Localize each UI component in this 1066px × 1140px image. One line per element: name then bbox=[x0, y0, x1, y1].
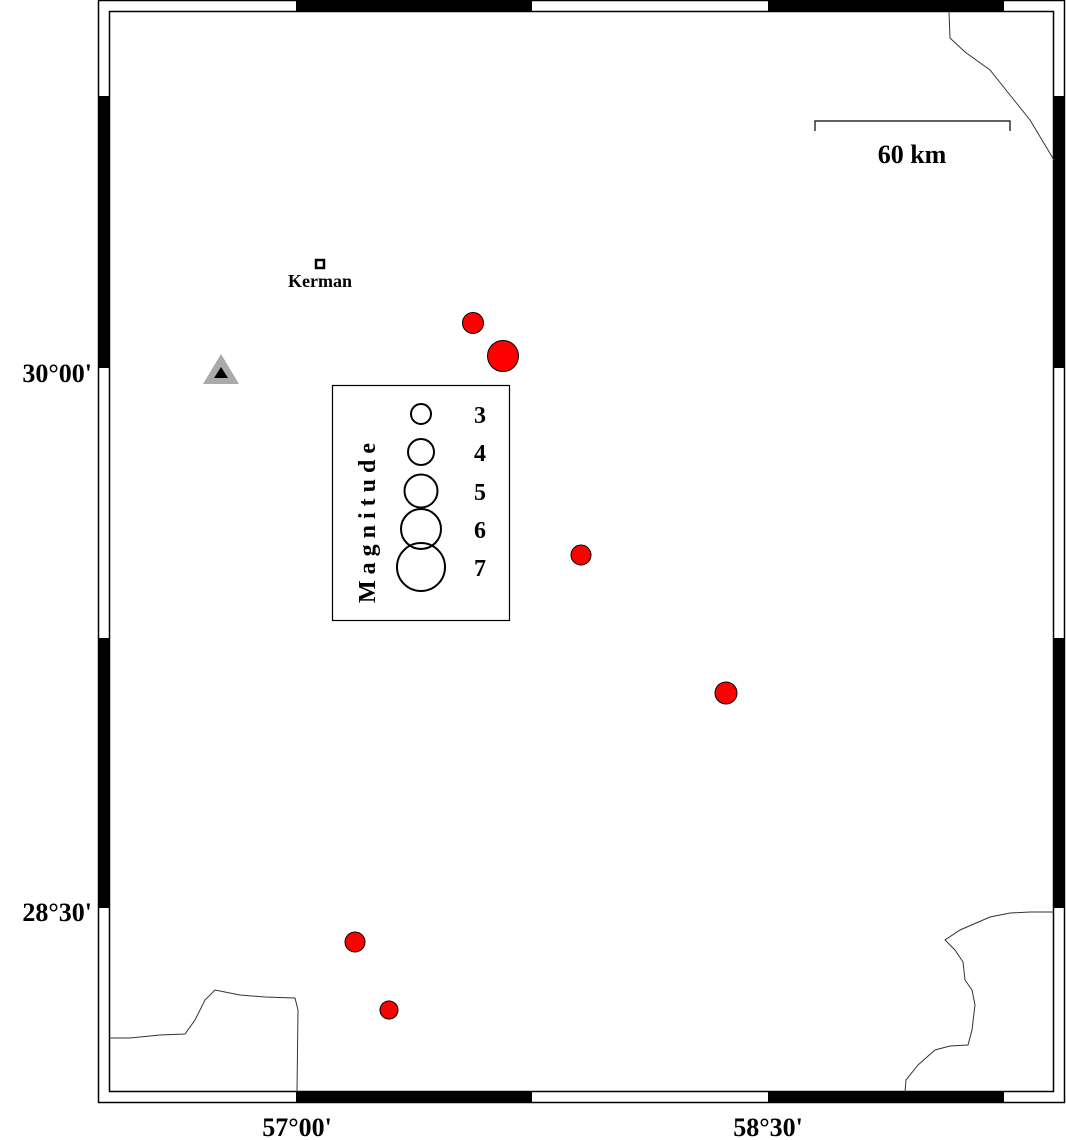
lat-label: 30°00' bbox=[22, 359, 92, 388]
city-square-icon bbox=[314, 258, 326, 270]
earthquake-event bbox=[714, 681, 738, 705]
earthquake-event bbox=[462, 312, 484, 334]
legend-label: 4 bbox=[474, 441, 486, 467]
lon-label: 58°30' bbox=[733, 1113, 803, 1140]
lat-label: 28°30' bbox=[22, 898, 92, 927]
legend-label: 5 bbox=[474, 480, 486, 506]
magnitude-legend: Magnitude 3 4 5 6 7 bbox=[331, 384, 511, 622]
border-line-sw bbox=[109, 989, 299, 1093]
lon-label: 57°00' bbox=[262, 1113, 332, 1140]
scale-bar: 60 km bbox=[814, 120, 1011, 169]
legend-circle bbox=[400, 508, 442, 550]
earthquake-event bbox=[570, 544, 592, 566]
scale-bar-label: 60 km bbox=[878, 140, 947, 169]
legend-circle bbox=[403, 473, 439, 509]
border-line-se bbox=[904, 911, 1054, 1093]
legend-label: 6 bbox=[474, 518, 486, 544]
events bbox=[344, 312, 738, 1020]
city-label: Kerman bbox=[288, 271, 352, 291]
border-line-ne bbox=[948, 11, 1055, 161]
earthquake-event bbox=[379, 1000, 399, 1020]
legend-title: Magnitude bbox=[355, 437, 381, 603]
legend-circle bbox=[396, 542, 446, 592]
earthquake-event bbox=[344, 931, 366, 953]
legend-label: 7 bbox=[474, 556, 486, 582]
earthquake-event bbox=[487, 340, 519, 372]
legend-circle bbox=[410, 403, 432, 425]
station-triangle-icon bbox=[203, 354, 239, 384]
map-frame bbox=[97, 0, 1066, 1104]
borders bbox=[109, 11, 1055, 1093]
legend-label: 3 bbox=[474, 403, 486, 429]
legend-circle bbox=[407, 438, 435, 466]
